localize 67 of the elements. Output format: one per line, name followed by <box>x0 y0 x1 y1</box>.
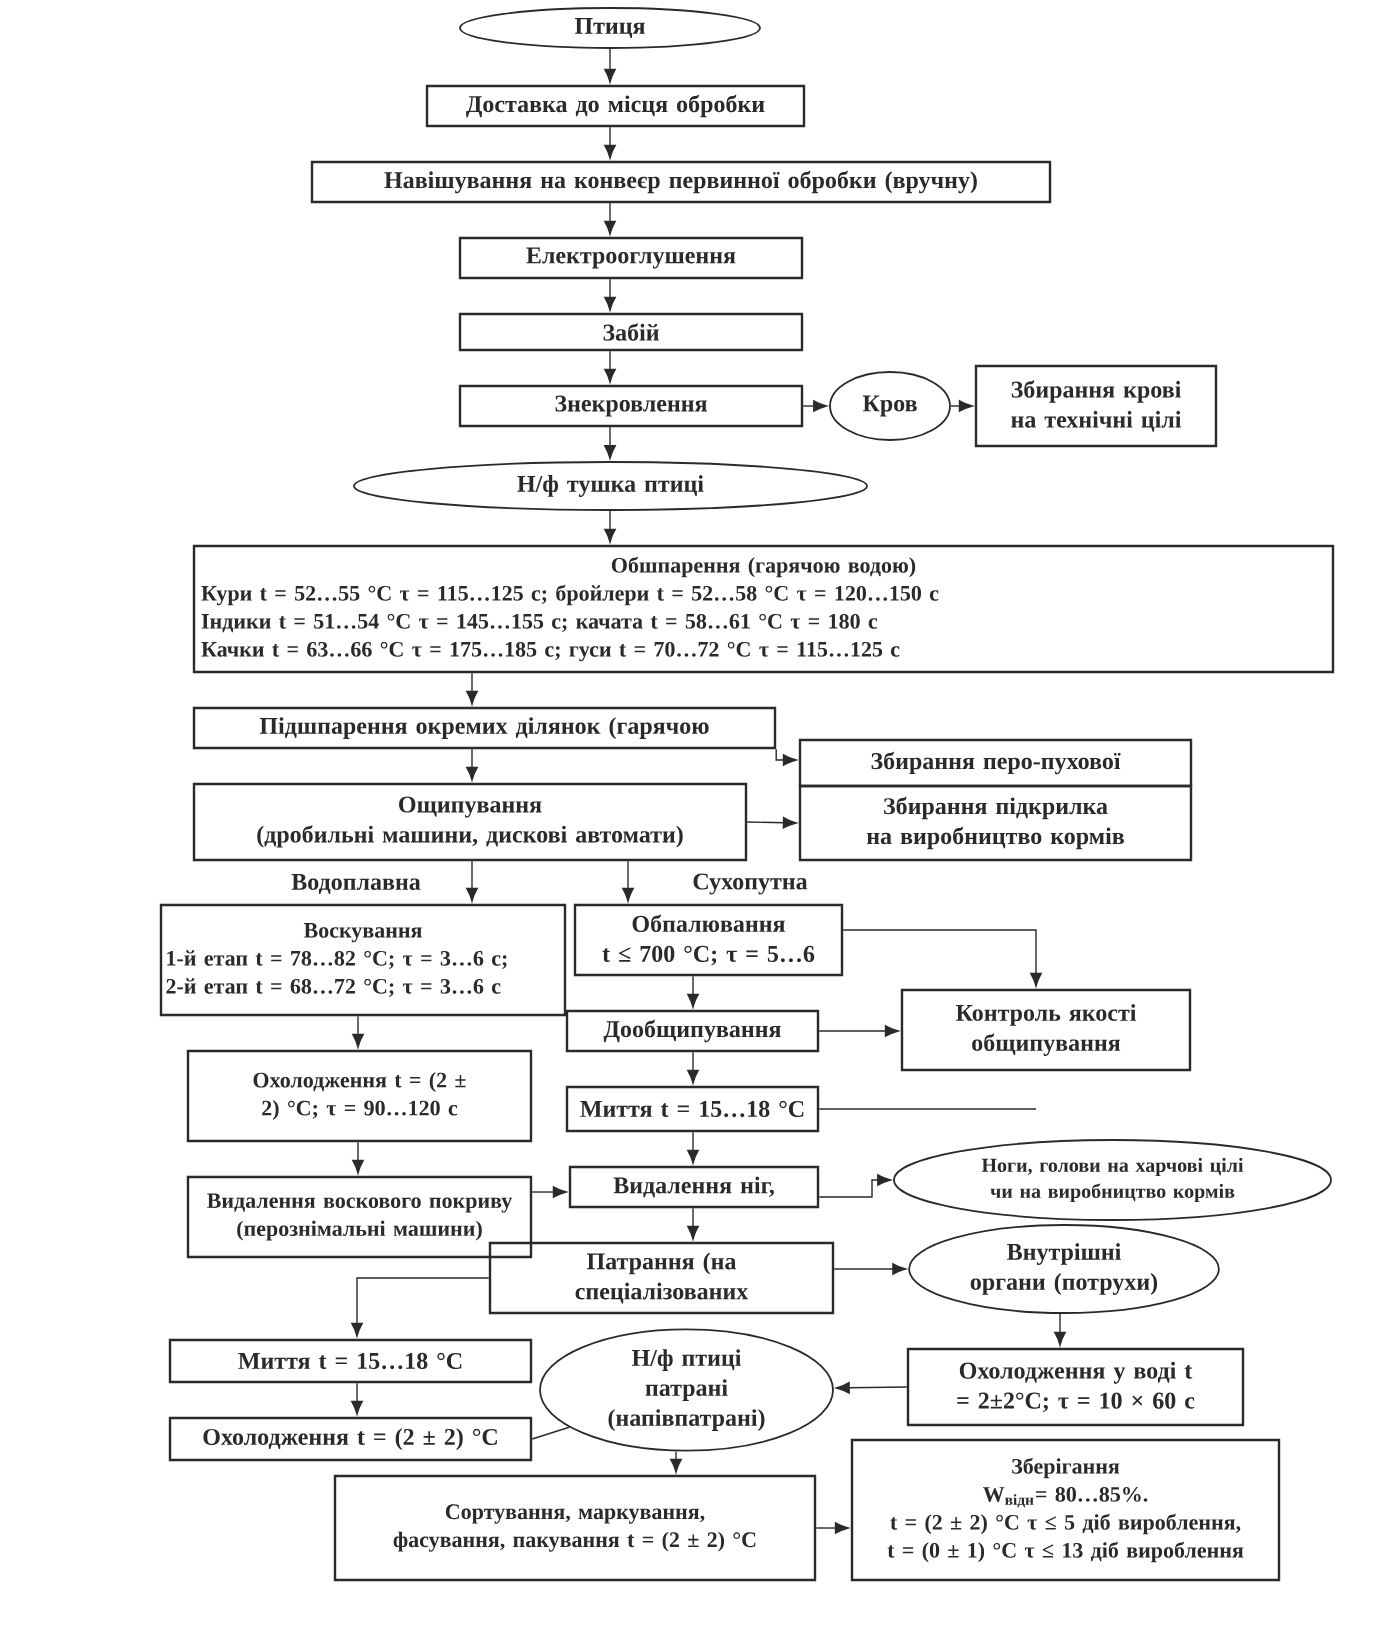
process-box: Видалення ніг, <box>568 1165 820 1209</box>
process-box: Охолодження у воді t = 2±2°C; τ = 10 × 60 с <box>906 1347 1245 1427</box>
arrow <box>622 860 634 902</box>
connector-line <box>818 1108 1037 1110</box>
connector-line <box>531 1426 570 1440</box>
arrow <box>351 1382 363 1415</box>
oval-box: Внутрішні органи (потрухи) <box>908 1224 1220 1314</box>
process-box: Охолодження t = (2 ± 2) °C <box>168 1416 533 1462</box>
arrow <box>352 1141 364 1174</box>
process-box: Обпалювання t ≤ 700 °C; τ = 5…6 <box>573 903 844 977</box>
arrow <box>687 1207 699 1240</box>
process-box: Збирання перо-пухової <box>798 738 1193 788</box>
process-box: Забій <box>458 312 804 352</box>
arrow <box>842 929 1042 987</box>
arrow <box>466 860 478 902</box>
process-box: Збирання крові на технічні цілі <box>974 364 1218 448</box>
oval-box: Н/ф тушка птиці <box>353 461 868 511</box>
arrow <box>1054 1313 1066 1346</box>
arrow <box>531 1186 567 1198</box>
arrow <box>835 1381 908 1394</box>
arrow <box>351 1277 490 1337</box>
arrow <box>604 278 616 311</box>
arrow <box>802 400 828 412</box>
process-box: Миття t = 15…18 °C <box>565 1085 820 1133</box>
edge-label: Сухопутна <box>690 871 810 897</box>
arrow <box>687 975 699 1008</box>
arrow <box>604 126 616 159</box>
process-box: Дообщипування <box>565 1009 820 1053</box>
oval-box: Ноги, голови на харчові цілі чи на виробництво кормів <box>893 1139 1332 1221</box>
process-box: Сортування, маркування, фасування, пакування t = (2 ± 2) °C <box>333 1474 817 1582</box>
process-box: Миття t = 15…18 °C <box>168 1338 533 1384</box>
arrow <box>746 816 797 829</box>
process-box: Підшпарення окремих ділянок (гарячою <box>192 706 777 750</box>
arrow <box>466 672 478 705</box>
arrow <box>950 400 973 412</box>
process-box: Знекровлення <box>458 384 804 428</box>
process-box: Обшпарення (гарячою водою) Кури t = 52…55 °C τ = 115…125 с; бройлери t = 52…58 °C τ = 120…150 с Індики t = 51…54 °C τ = 145…155 с; качата t = 58…61 °C τ = 180 с Качки t = 63…66 °C τ = 175…185 с; гуси t = 70…72 °C τ = 115…125 с <box>192 544 1335 674</box>
oval-box: Птиця <box>459 7 761 49</box>
arrow <box>466 748 478 781</box>
process-box: Збирання підкрилка на виробництво кормів <box>798 784 1193 862</box>
process-box: Патрання (на спеціалізованих <box>488 1241 835 1315</box>
arrow <box>833 1263 907 1275</box>
arrow <box>815 1522 849 1534</box>
process-box: Ощипування (дробильні машини, дискові автомати) <box>192 782 748 862</box>
oval-box: Н/ф птиці патрані (напівпатрані) <box>539 1328 834 1452</box>
edge-label: Водоплавна <box>289 872 423 896</box>
arrow <box>687 1051 699 1084</box>
process-box: Контроль якості общипування <box>900 988 1192 1072</box>
oval-box: Кров <box>829 371 951 441</box>
arrow <box>604 426 616 460</box>
arrow <box>604 510 616 543</box>
arrow <box>687 1131 699 1164</box>
process-box: Воскування 1-й етап t = 78…82 °C; τ = 3…6 с; 2-й етап t = 68…72 °C; τ = 3…6 с <box>159 903 567 1017</box>
process-box: Охолодження t = (2 ± 2) °C; τ = 90…120 с <box>186 1049 533 1143</box>
process-box: Видалення воскового покриву (перознімальні машини) <box>186 1175 533 1259</box>
arrow <box>604 48 616 83</box>
arrow <box>670 1450 682 1473</box>
arrow <box>775 748 797 766</box>
arrow <box>604 202 616 235</box>
process-box: Навішування на конвеєр первинної обробки (вручну) <box>310 160 1052 204</box>
arrow <box>818 1174 892 1198</box>
process-box: Доставка до місця обробки <box>425 84 806 128</box>
process-box: Зберігання W$_{відн}$= 80…85%. t = (2 ± 2) °C τ ≤ 5 діб вироблення, t = (0 ± 1) °C τ ≤ 13 діб вироблення <box>850 1438 1281 1582</box>
arrow <box>818 1025 899 1037</box>
process-box: Електрооглушення <box>458 236 804 280</box>
arrow <box>604 350 616 383</box>
arrow <box>352 1015 364 1048</box>
